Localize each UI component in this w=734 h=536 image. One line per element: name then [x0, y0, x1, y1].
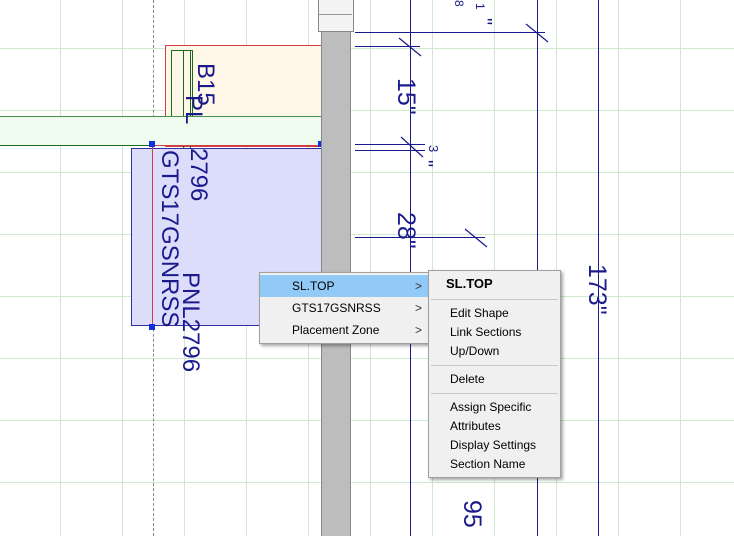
- submenu-item-section-name[interactable]: Section Name: [450, 457, 526, 471]
- grip-handle[interactable]: [149, 324, 155, 330]
- submenu-item-edit-shape[interactable]: Edit Shape: [450, 306, 509, 320]
- menu-item-label: SL.TOP: [292, 279, 335, 293]
- menu-separator: [431, 299, 558, 300]
- dimension-95: 95: [458, 500, 486, 528]
- context-menu: SL.TOP > GTS17GSNRSS > Placement Zone >: [259, 272, 431, 344]
- menu-separator: [431, 393, 558, 394]
- label-pl: PL: [180, 95, 207, 125]
- dimension-28: 28": [392, 212, 420, 249]
- column-cap: [318, 0, 354, 32]
- dimension-173: 173": [583, 264, 611, 315]
- submenu-item-delete[interactable]: Delete: [450, 372, 485, 386]
- menu-item-gts17gsnrss[interactable]: GTS17GSNRSS >: [260, 297, 430, 319]
- lower-panel-red-outline: [152, 145, 322, 328]
- dimension-line-horizontal: [355, 150, 425, 151]
- submenu-item-link-sections[interactable]: Link Sections: [450, 325, 522, 339]
- dimension-fraction-1: 1: [473, 3, 487, 10]
- dimension-fraction-quote: ": [414, 160, 436, 168]
- dimension-line-horizontal: [355, 46, 420, 47]
- menu-item-placement-zone[interactable]: Placement Zone >: [260, 319, 430, 341]
- dimension-fraction-quote-top: ": [473, 18, 495, 26]
- dimension-line-vertical: [598, 0, 599, 536]
- dimension-line-vertical: [537, 0, 538, 536]
- label-pnl2796: PNL2796: [177, 272, 204, 373]
- submenu-sl-top: SL.TOP Edit Shape Link Sections Up/Down …: [428, 270, 561, 478]
- submenu-item-attributes[interactable]: Attributes: [450, 419, 501, 433]
- menu-item-label: Placement Zone: [292, 323, 380, 337]
- column-cap-line: [318, 14, 352, 15]
- chevron-right-icon: >: [414, 279, 422, 293]
- dimension-fraction-8: 8: [452, 0, 466, 7]
- menu-item-label: GTS17GSNRSS: [292, 301, 381, 315]
- dimension-line-horizontal: [355, 144, 425, 145]
- upper-panel-inner-outline: [171, 50, 193, 146]
- dimension-line-horizontal: [355, 237, 485, 238]
- menu-item-sl-top[interactable]: SL.TOP >: [260, 275, 430, 297]
- label-2796: 2796: [185, 148, 212, 202]
- dimension-line-vertical: [410, 0, 411, 536]
- dimension-line-horizontal: [355, 32, 545, 33]
- dimension-15: 15": [392, 78, 420, 115]
- grip-handle[interactable]: [149, 141, 155, 147]
- dimension-fraction-3: 3: [426, 145, 441, 153]
- chevron-right-icon: >: [414, 301, 422, 315]
- submenu-title: SL.TOP: [446, 276, 493, 291]
- submenu-item-assign-specific[interactable]: Assign Specific: [450, 400, 532, 414]
- submenu-item-display-settings[interactable]: Display Settings: [450, 438, 537, 452]
- submenu-item-up-down[interactable]: Up/Down: [450, 344, 500, 358]
- chevron-right-icon: >: [414, 323, 422, 337]
- menu-separator: [431, 365, 558, 366]
